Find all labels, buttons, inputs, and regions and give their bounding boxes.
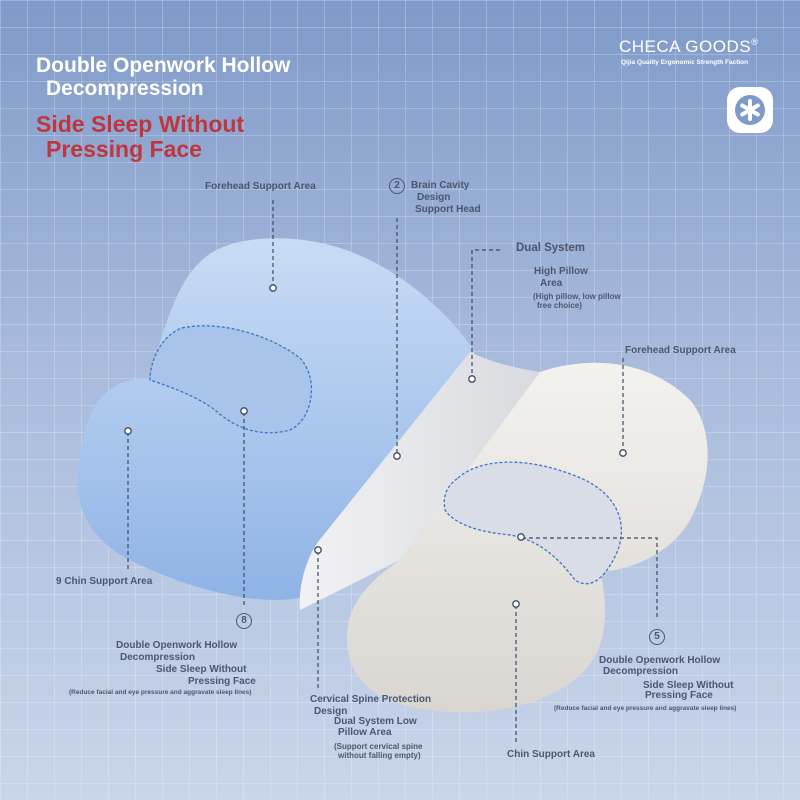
callout-number-5: 5 xyxy=(649,629,665,645)
left-hollow-label-3: Side Sleep Without xyxy=(156,664,247,675)
cervical-spine-label-1: Cervical Spine Protection xyxy=(310,694,432,705)
asterisk-icon xyxy=(727,87,773,133)
cervical-spine-label-2: Design xyxy=(314,706,348,717)
headline-accent-line-2: Pressing Face xyxy=(46,136,202,162)
leader-lines xyxy=(127,200,658,742)
right-hollow-note: (Reduce facial and eye pressure and aggr… xyxy=(554,705,737,712)
low-pillow-label-1: Dual System Low xyxy=(334,716,417,727)
high-pillow-label-1: High Pillow xyxy=(534,266,588,277)
callout-dots xyxy=(124,284,627,608)
high-pillow-label-2: Area xyxy=(540,278,563,289)
headline-line-2: Decompression xyxy=(46,77,204,100)
callout-number-2: 2 xyxy=(389,178,405,194)
low-pillow-label-2: Pillow Area xyxy=(338,727,392,738)
chin-support-left-label: 9 Chin Support Area xyxy=(56,576,153,587)
forehead-support-right-label: Forehead Support Area xyxy=(625,345,736,356)
brain-cavity-label-1: Brain Cavity xyxy=(411,180,470,191)
center-band xyxy=(299,352,540,610)
forehead-support-left-label: Forehead Support Area xyxy=(205,181,316,192)
left-hollow-note: (Reduce facial and eye pressure and aggr… xyxy=(69,689,252,696)
right-hollow-label-1: Double Openwork Hollow xyxy=(599,655,721,666)
blue-hollow xyxy=(149,325,313,434)
left-hollow-label-4: Pressing Face xyxy=(188,676,256,687)
brand-name: CHECA GOODS® xyxy=(619,37,758,57)
headline-accent-line-1: Side Sleep Without xyxy=(36,111,245,137)
low-pillow-note-1: (Support cervical spine xyxy=(334,742,423,751)
brand-tagline: Qijia Quality Ergonomic Strength Faction xyxy=(621,59,749,66)
high-pillow-note-2: free choice) xyxy=(537,301,582,310)
right-hollow-label-3: Side Sleep Without xyxy=(643,680,734,691)
right-hollow-label-4: Pressing Face xyxy=(645,690,713,701)
left-hollow-label-1: Double Openwork Hollow xyxy=(116,640,238,651)
brain-cavity-label-2: Design xyxy=(417,192,451,203)
left-hollow-label-2: Decompression xyxy=(120,652,196,663)
chin-support-right-label: Chin Support Area xyxy=(507,749,595,760)
low-pillow-note-2: without falling empty) xyxy=(338,751,421,760)
brain-cavity-label-3: Support Head xyxy=(415,204,481,215)
callout-number-8: 8 xyxy=(236,613,252,629)
high-pillow-note-1: (High pillow, low pillow xyxy=(533,292,621,301)
headline-line-1: Double Openwork Hollow xyxy=(36,54,291,77)
registered-mark: ® xyxy=(751,37,759,47)
brand-wordmark: CHECA GOODS xyxy=(619,37,752,56)
dual-system-label: Dual System xyxy=(516,242,586,254)
right-hollow-label-2: Decompression xyxy=(603,666,679,677)
white-hollow xyxy=(443,461,622,585)
